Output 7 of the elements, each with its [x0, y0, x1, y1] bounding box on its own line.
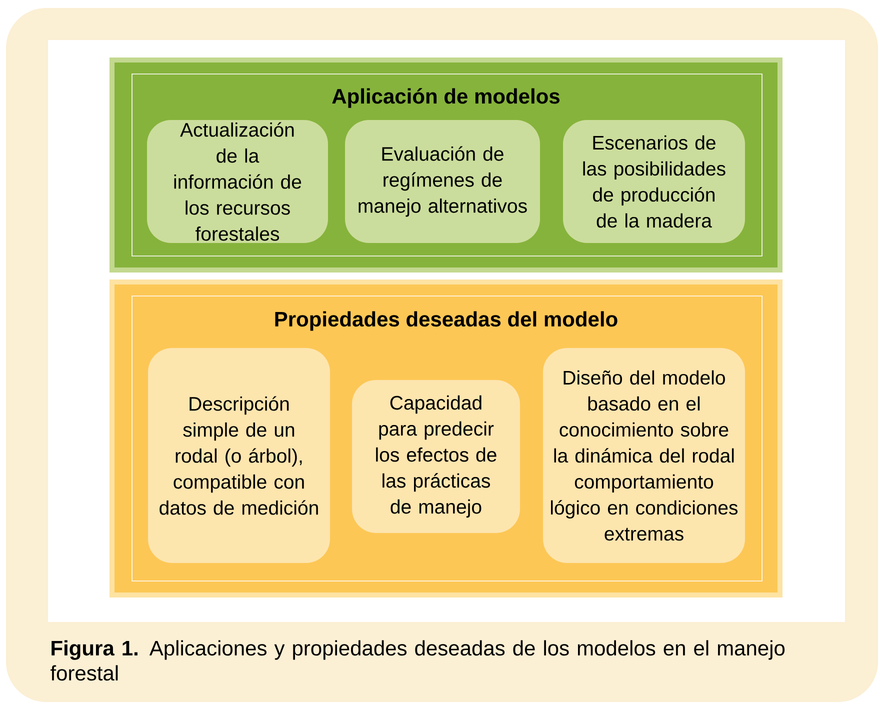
rounded-box: Descripción simple de un rodal (o árbol), compatible con datos de medición: [148, 348, 330, 563]
rounded-box: Actualización de la información de los recursos forestales: [147, 120, 328, 243]
rounded-box: Evaluación de regímenes de manejo alternativos: [345, 120, 540, 243]
rounded-box: Diseño del modelo basado en el conocimiento sobre la dinámica del rodal comportamiento lógico en condiciones extremas: [543, 348, 745, 563]
rounded-box: Capacidad para predecir los efectos de las prácticas de manejo: [352, 380, 520, 533]
rounded-box: Escenarios de las posibilidades de producción de la madera: [563, 120, 745, 243]
caption-text: Figura 1. Aplicaciones y propiedades deseadas de los modelos en el manejo forestal: [50, 640, 785, 681]
